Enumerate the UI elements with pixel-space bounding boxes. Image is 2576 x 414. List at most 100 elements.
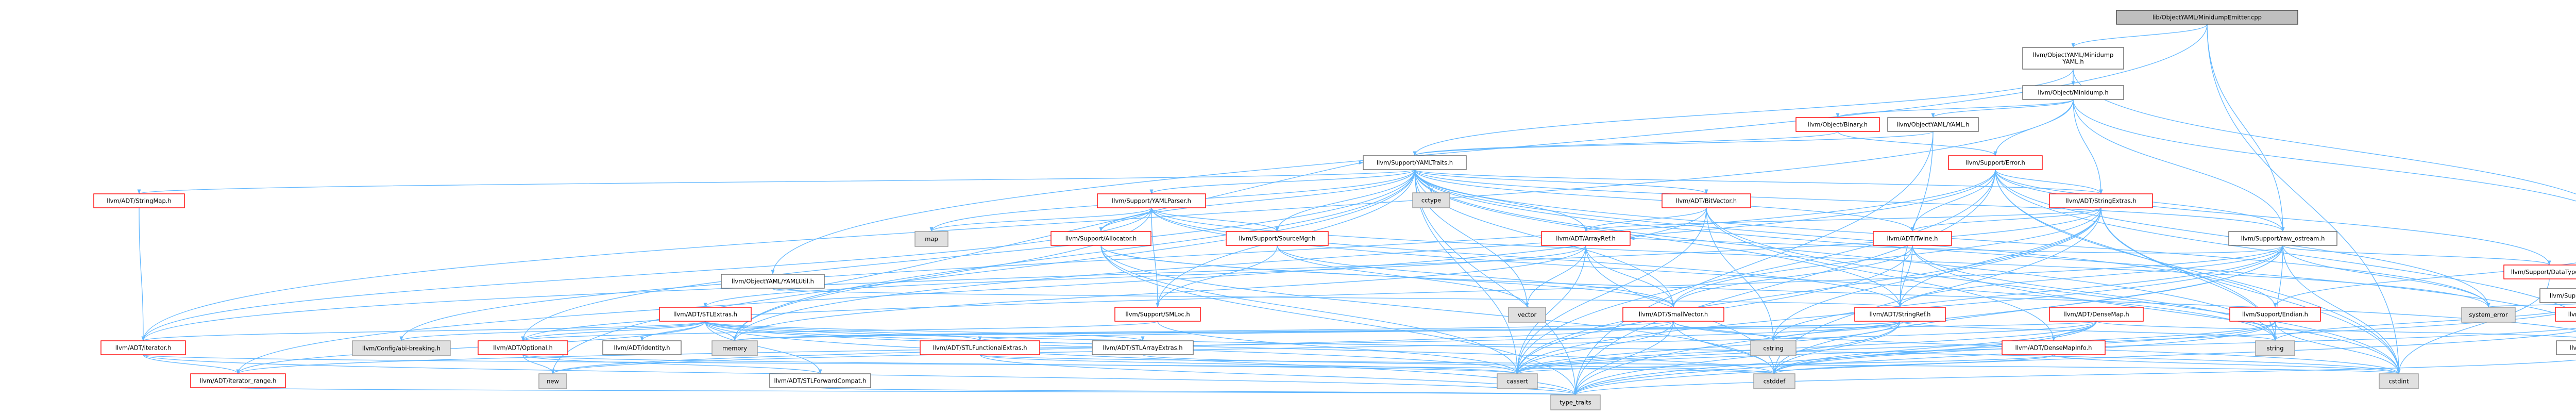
edge-objyaml-to-yamltraits	[1413, 131, 1934, 156]
node-box	[1412, 192, 1450, 208]
edge-error-to-configbreaking	[399, 169, 1996, 341]
node-label: llvm/ObjectYAML/YAMLUtil.h	[732, 278, 814, 285]
header-node[interactable]: llvm/Support/SMLoc.h	[1114, 307, 1201, 322]
node-label: new	[547, 378, 559, 385]
node-label: llvm/ADT/STLExtras.h	[673, 311, 737, 318]
edge-error-to-datatypes	[1995, 169, 2551, 266]
edge-densemap-to-memory	[733, 321, 2097, 341]
edge-yamlparser-to-string	[1151, 207, 2277, 341]
edge-bitmaskenum-to-typetraits	[1573, 331, 2576, 395]
header-node[interactable]: llvm/ADT/BitVector.h	[1662, 193, 1751, 208]
external-header-node: cstring	[1750, 340, 1797, 356]
header-node[interactable]: llvm/ADT/StringExtras.h	[2049, 193, 2153, 208]
node-label: llvm/ADT/BitmaskEnum.h	[2568, 311, 2576, 318]
node-label: cstring	[1763, 345, 1783, 352]
header-node[interactable]: llvm/ADT/ArrayRef.h	[1541, 231, 1631, 246]
header-node[interactable]: llvm/ADT/STLFunctionalExtras.h	[920, 340, 1040, 355]
edge-yamltraits-to-rawostream	[1414, 169, 2285, 232]
header-node[interactable]: llvm/ADT/BitmaskEnum.h	[2555, 307, 2576, 322]
node-label: llvm/Support/DataTypes.h	[2511, 269, 2576, 276]
edge-convertutf-to-cstddef	[1772, 309, 2576, 374]
header-node[interactable]: llvm/Support/Error.h	[1948, 155, 2043, 170]
edge-rawostream-to-systemerror	[2282, 245, 2490, 308]
node-label: llvm/ADT/identity.h	[614, 344, 670, 352]
edge-alignof-to-typetraits	[1573, 359, 2576, 395]
edge-error-to-cstdint	[1995, 169, 2401, 374]
external-header-node: cstddef	[1753, 373, 1795, 389]
node-label: llvm/ADT/STLArrayExtras.h	[1103, 344, 1182, 352]
node-label: string	[2266, 345, 2283, 352]
header-node[interactable]: llvm/ADT/Twine.h	[1873, 231, 1952, 246]
edge-smallvector-to-memory	[733, 321, 1674, 341]
node-label: llvm/Support/Error.h	[1965, 159, 2025, 167]
node-label: llvm/Support/Allocator.h	[1065, 235, 1137, 242]
edge-densemapinfo-to-cstdint	[2053, 354, 2401, 374]
header-node[interactable]: llvm/ADT/iterator_range.h	[190, 373, 286, 388]
edge-rawostream-to-optional	[521, 245, 2283, 341]
header-node[interactable]: llvm/Support/Allocator.h	[1050, 231, 1151, 246]
node-box	[93, 193, 185, 208]
node-label: llvm/Support/raw_ostream.h	[2241, 235, 2325, 242]
node-box	[1541, 231, 1631, 246]
node-label: cstdint	[2388, 378, 2409, 385]
header-node[interactable]: llvm/Support/YAMLTraits.h	[1363, 155, 1467, 170]
node-box	[2379, 373, 2419, 389]
edge-stlfunctional-to-cassert	[979, 354, 1519, 374]
header-node[interactable]: llvm/ADT/STLArrayExtras.h	[1092, 340, 1194, 355]
edge-yamltraits-to-endian	[1414, 169, 2277, 308]
header-node[interactable]: llvm/ADT/Optional.h	[478, 340, 568, 355]
edge-objminidump-to-stringextras	[2073, 99, 2103, 194]
node-box	[1750, 340, 1797, 356]
edge-yamltraits-to-new	[551, 169, 1415, 374]
header-node[interactable]: llvm/ADT/DenseMapInfo.h	[2002, 340, 2106, 355]
header-node[interactable]: llvm/ObjectYAML/YAML.h	[1887, 117, 1979, 132]
node-box	[2556, 340, 2576, 355]
header-node[interactable]: llvm/ADT/DenseMap.h	[2049, 307, 2144, 322]
header-node[interactable]: llvm/ObjectYAML/YAMLUtil.h	[721, 274, 825, 289]
node-box	[2503, 264, 2576, 279]
node-box	[721, 274, 825, 289]
edge-stlextras-to-stlforward	[705, 321, 822, 374]
header-node[interactable]: llvm/Support/ConvertUTF.h	[2539, 288, 2576, 303]
edge-rawostream-to-stringref	[1898, 245, 2283, 308]
node-box	[769, 373, 871, 388]
node-box	[1550, 394, 1601, 410]
edge-stringextras-to-cstring	[1771, 207, 2102, 341]
header-node[interactable]: llvm/Support/raw_ostream.h	[2228, 231, 2337, 246]
node-label: llvm/ADT/DenseMapInfo.h	[2015, 344, 2092, 352]
header-node[interactable]: llvm/Support/SourceMgr.h	[1226, 231, 1329, 246]
node-label: llvm/ObjectYAML/Minidump	[2033, 52, 2114, 59]
header-node[interactable]: llvm/ADT/StringRef.h	[1854, 307, 1946, 322]
header-node[interactable]: llvm/Support/YAMLParser.h	[1097, 193, 1206, 208]
node-label: YAML.h	[2062, 58, 2083, 65]
edge-arrayref-to-cassert	[1515, 245, 1586, 374]
node-label: llvm/ADT/ArrayRef.h	[1556, 235, 1616, 242]
node-label: llvm/Support/ConvertUTF.h	[2550, 292, 2576, 300]
header-node[interactable]: llvm/Support/AlignOf.h	[2556, 340, 2576, 355]
edge-stringextras-to-cassert	[1515, 207, 2102, 374]
node-label: llvm/Support/SourceMgr.h	[1239, 235, 1316, 242]
node-label: cstddef	[1764, 378, 1786, 385]
header-node[interactable]: llvm/Support/DataTypes.h	[2503, 264, 2576, 279]
node-label: llvm/ADT/SmallVector.h	[1639, 311, 1708, 318]
edge-stringref-to-cassert	[1515, 321, 1901, 374]
header-node[interactable]: llvm/ADT/identity.h	[602, 340, 682, 355]
edge-densemap-to-new	[551, 321, 2097, 374]
node-box	[2116, 10, 2298, 25]
external-header-node: type_traits	[1550, 394, 1601, 410]
edge-smallvector-to-cstring	[1673, 321, 1775, 341]
header-node[interactable]: llvm/ADT/SmallVector.h	[1622, 307, 1724, 322]
edge-minidumpyaml-to-binfmtminidump	[2073, 69, 2576, 194]
header-node[interactable]: llvm/Object/Binary.h	[1795, 117, 1880, 132]
edge-stringmap-to-iterator	[139, 207, 145, 341]
header-node[interactable]: llvm/ADT/STLExtras.h	[659, 307, 752, 322]
header-node[interactable]: llvm/ADT/StringMap.h	[93, 193, 185, 208]
header-node[interactable]: llvm/ADT/iterator.h	[100, 340, 186, 355]
node-label: cctype	[1421, 197, 1441, 204]
header-node[interactable]: llvm/ADT/STLForwardCompat.h	[769, 373, 871, 388]
edge-stringextras-to-arrayref	[1584, 207, 2102, 232]
node-label: llvm/Support/YAMLParser.h	[1112, 197, 1191, 205]
header-node[interactable]: llvm/Support/Endian.h	[2229, 307, 2321, 322]
header-node[interactable]: llvm/Object/Minidump.h	[2022, 85, 2124, 100]
